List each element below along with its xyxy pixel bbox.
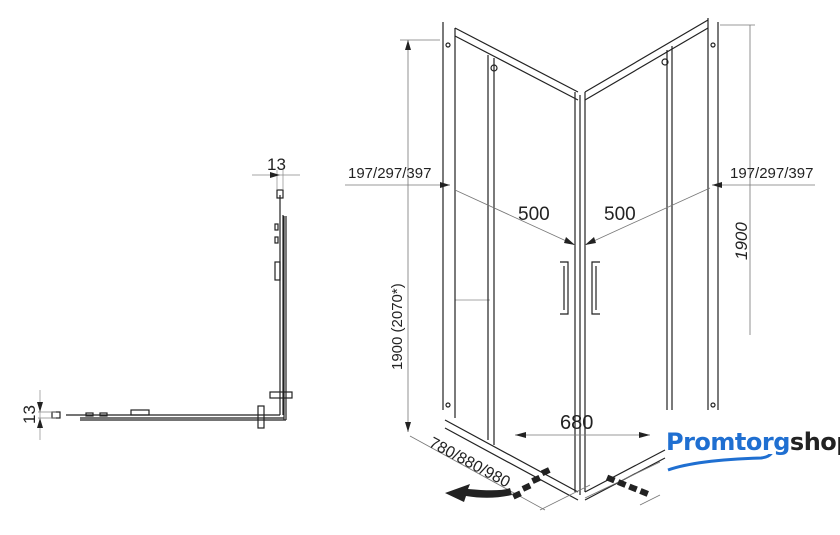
height-left-label: 1900 (2070*) [389,283,406,370]
door-right-label: 500 [604,204,636,225]
logo-part2: shop [789,428,840,456]
logo-part1: Promtorg [666,428,790,456]
dimension-lines [345,24,815,511]
top-gap-label: 13 [267,155,286,174]
plan-view [38,170,300,440]
entry-right-label: 197/297/397 [730,165,813,182]
height-right-label: 1900 [732,222,751,260]
logo-swoosh-icon [667,454,773,472]
door-left-label: 500 [518,204,550,225]
promtorgshop-logo: Promtorgshop [666,428,840,472]
depth-label: 680 [560,412,593,434]
side-gap-label: 13 [20,405,39,424]
width-label: 780/880/980 [426,435,513,492]
entry-left-label: 197/297/397 [348,165,431,182]
floor-marks [511,467,551,500]
swing-arrow [445,484,512,502]
